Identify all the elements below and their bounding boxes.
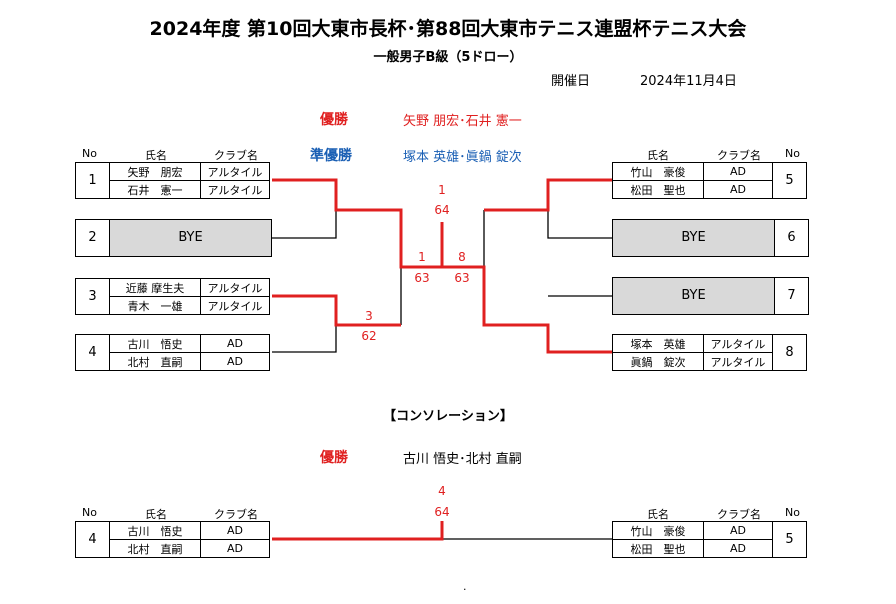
consolation-entry-4: 4 古川 悟史 AD 北村 直嗣 AD bbox=[75, 521, 270, 558]
player-club: AD bbox=[703, 180, 773, 199]
semi-left-winner: 1 bbox=[418, 250, 426, 264]
entry-no: 4 bbox=[75, 334, 110, 371]
player-name: 近藤 摩生夫 bbox=[109, 278, 201, 297]
player-name: 竹山 豪俊 bbox=[612, 162, 704, 181]
entry-no: 2 bbox=[75, 219, 110, 257]
player-name: 青木 一雄 bbox=[109, 296, 201, 315]
left-header-name: 氏名 bbox=[145, 149, 167, 162]
date-label: 開催日 bbox=[551, 74, 591, 89]
consolation-winner-names: 古川 悟史･北村 直嗣 bbox=[403, 452, 522, 467]
date-value: 2024年11月4日 bbox=[640, 74, 737, 89]
right-header-no: No bbox=[785, 147, 800, 160]
entry-no: 6 bbox=[774, 219, 809, 257]
entry-no: 1 bbox=[75, 162, 110, 199]
bye-slot: BYE bbox=[612, 219, 775, 257]
player-club: AD bbox=[703, 539, 773, 558]
r1-winner: 3 bbox=[365, 309, 373, 323]
winner-names: 矢野 朋宏･石井 憲一 bbox=[403, 114, 522, 129]
runnerup-label: 準優勝 bbox=[310, 148, 352, 164]
entry-no: 8 bbox=[772, 334, 807, 371]
player-club: アルタイル bbox=[703, 352, 773, 371]
consolation-final-winner: 4 bbox=[438, 484, 446, 498]
entry-no: 4 bbox=[75, 521, 110, 558]
cons-right-header-club: クラブ名 bbox=[717, 508, 761, 521]
entry-8: 塚本 英雄 アルタイル 8 眞鍋 錠次 アルタイル bbox=[612, 334, 807, 371]
player-club: AD bbox=[703, 162, 773, 181]
consolation-entry-5: 竹山 豪俊 AD 5 松田 聖也 AD bbox=[612, 521, 807, 558]
entry-3: 3 近藤 摩生夫 アルタイル 青木 一雄 アルタイル bbox=[75, 278, 270, 315]
cons-left-header-name: 氏名 bbox=[145, 508, 167, 521]
right-header-name: 氏名 bbox=[647, 149, 669, 162]
player-club: AD bbox=[200, 352, 270, 371]
player-club: アルタイル bbox=[200, 162, 270, 181]
cons-right-header-name: 氏名 bbox=[647, 508, 669, 521]
player-name: 石井 憲一 bbox=[109, 180, 201, 199]
entry-1: 1 矢野 朋宏 アルタイル 石井 憲一 アルタイル bbox=[75, 162, 270, 199]
consolation-final-score: 64 bbox=[434, 505, 450, 519]
winner-label: 優勝 bbox=[320, 112, 348, 128]
final-winner: 1 bbox=[438, 183, 446, 197]
cons-win-line-4 bbox=[272, 521, 444, 541]
page-title: 2024年度 第10回大東市長杯･第88回大東市テニス連盟杯テニス大会 bbox=[149, 18, 747, 40]
win-line-8 bbox=[442, 265, 612, 354]
semi-right-winner: 8 bbox=[458, 250, 466, 264]
win-line-8-upper bbox=[484, 178, 612, 212]
player-name: 竹山 豪俊 bbox=[612, 521, 704, 540]
page-subtitle: 一般男子B級（5ドロー） bbox=[373, 50, 523, 65]
entry-5: 竹山 豪俊 AD 5 松田 聖也 AD bbox=[612, 162, 807, 199]
bracket-line-5 bbox=[547, 179, 612, 239]
entry-no: 5 bbox=[772, 162, 807, 199]
entry-no: 5 bbox=[772, 521, 807, 558]
cons-left-header-no: No bbox=[82, 506, 97, 519]
player-club: アルタイル bbox=[200, 180, 270, 199]
cons-left-header-club: クラブ名 bbox=[214, 508, 258, 521]
bye-slot: BYE bbox=[109, 219, 272, 257]
player-name: 眞鍋 錠次 bbox=[612, 352, 704, 371]
runnerup-names: 塚本 英雄･眞鍋 錠次 bbox=[403, 150, 522, 165]
consolation-winner-label: 優勝 bbox=[320, 450, 348, 466]
footer-mark: . bbox=[463, 580, 467, 593]
player-club: アルタイル bbox=[200, 296, 270, 315]
player-name: 古川 悟史 bbox=[109, 521, 201, 540]
player-club: AD bbox=[200, 521, 270, 540]
player-name: 北村 直嗣 bbox=[109, 352, 201, 371]
consolation-title: 【コンソレーション】 bbox=[383, 409, 513, 424]
player-club: AD bbox=[200, 334, 270, 353]
player-club: アルタイル bbox=[200, 278, 270, 297]
bye-slot: BYE bbox=[612, 277, 775, 315]
player-club: AD bbox=[703, 521, 773, 540]
player-name: 松田 聖也 bbox=[612, 180, 704, 199]
bracket-line-4 bbox=[272, 325, 337, 353]
right-header-club: クラブ名 bbox=[717, 149, 761, 162]
entry-4: 4 古川 悟史 AD 北村 直嗣 AD bbox=[75, 334, 270, 371]
win-line-3 bbox=[272, 294, 401, 327]
entry-no: 3 bbox=[75, 278, 110, 315]
player-club: AD bbox=[200, 539, 270, 558]
left-header-no: No bbox=[82, 147, 97, 160]
final-score: 64 bbox=[434, 203, 450, 217]
bracket-line-2 bbox=[272, 210, 337, 239]
semi-right-score: 63 bbox=[454, 271, 470, 285]
left-header-club: クラブ名 bbox=[214, 149, 258, 162]
cons-right-header-no: No bbox=[785, 506, 800, 519]
player-name: 古川 悟史 bbox=[109, 334, 201, 353]
player-name: 矢野 朋宏 bbox=[109, 162, 201, 181]
player-name: 北村 直嗣 bbox=[109, 539, 201, 558]
r1-score: 62 bbox=[361, 329, 377, 343]
player-name: 塚本 英雄 bbox=[612, 334, 704, 353]
semi-left-score: 63 bbox=[414, 271, 430, 285]
player-club: アルタイル bbox=[703, 334, 773, 353]
player-name: 松田 聖也 bbox=[612, 539, 704, 558]
entry-no: 7 bbox=[774, 277, 809, 315]
